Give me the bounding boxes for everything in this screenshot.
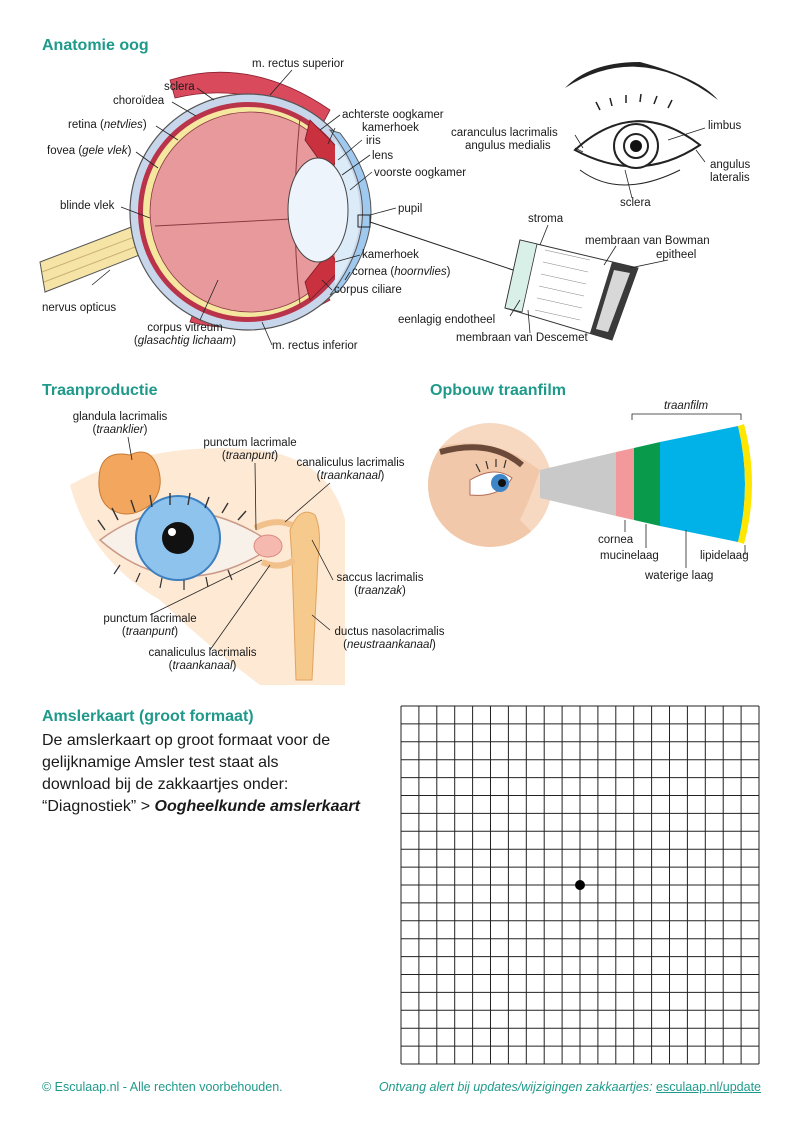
- label-canaliculus-bottom: canaliculus lacrimalis(traankanaal): [148, 647, 257, 672]
- amsler-description: De amslerkaart op groot formaat voor de …: [42, 730, 360, 818]
- tear-layer-cornea: [616, 448, 634, 520]
- amsler-line-3: download bij de zakkaartjes onder:: [42, 776, 289, 793]
- label-corpus-vitreum: corpus vitreum(glasachtig lichaam): [133, 322, 237, 347]
- tear-layer-mucine: [634, 442, 660, 526]
- amsler-line-1: De amslerkaart op groot formaat voor de: [42, 732, 331, 749]
- muscle-superior: [169, 71, 331, 126]
- tear-layer-water: [660, 426, 745, 542]
- label-caranculus-lacrimalis: caranculus lacrimalis: [451, 127, 558, 139]
- label-stroma: stroma: [528, 213, 564, 225]
- amsler-line-4: “Diagnostiek” > Oogheelkunde amslerkaart: [42, 798, 360, 815]
- heading-anatomie-oog: Anatomie oog: [42, 37, 149, 54]
- label-waterige-laag: waterige laag: [645, 570, 714, 582]
- amsler-link-text: Oogheelkunde amslerkaart: [154, 798, 360, 815]
- label-epitheel: epitheel: [656, 249, 697, 261]
- label-sclera: sclera: [164, 81, 195, 93]
- amsler-grid: [400, 705, 760, 1065]
- tear-layer-lipide: [738, 424, 752, 544]
- heading-amslerkaart: Amslerkaart (groot formaat): [42, 708, 254, 725]
- label-saccus-lacrimalis: saccus lacrimalis(traanzak): [336, 572, 424, 597]
- label-glandula-lacrimalis: glandula lacrimalis(traanklier): [72, 411, 168, 436]
- label-retina: retina (netvlies): [68, 119, 147, 131]
- label-iris: iris: [366, 135, 381, 147]
- label-blinde-vlek: blinde vlek: [60, 200, 115, 212]
- label-membraan-descemet: membraan van Descemet: [456, 332, 588, 344]
- amsler-line-2: gelijknamige Amsler test staat als: [42, 754, 279, 771]
- label-eenlagig-endotheel: eenlagig endotheel: [398, 314, 496, 326]
- footer-copyright: © Esculaap.nl - Alle rechten voorbehoude…: [42, 1080, 283, 1094]
- footer-update-link[interactable]: esculaap.nl/update: [656, 1080, 761, 1094]
- label-canaliculus-top: canaliculus lacrimalis(traankanaal): [296, 457, 405, 482]
- footer-update-notice: Ontvang alert bij updates/wijzigingen za…: [378, 1080, 761, 1094]
- label-punctum-bottom: punctum lacrimale(traanpunt): [103, 613, 197, 638]
- label-ductus-nasolacrimalis: ductus nasolacrimalis(neustraankanaal): [334, 626, 445, 651]
- label-kamerhoek-bottom: kamerhoek: [362, 249, 419, 261]
- amsler-center-dot: [575, 880, 585, 890]
- eye-anatomy-diagram: [39, 62, 718, 346]
- external-eye-drawing: [565, 62, 718, 186]
- label-nervus-opticus: nervus opticus: [42, 302, 117, 314]
- label-voorste-oogkamer: voorste oogkamer: [374, 167, 467, 179]
- cornea-cross-section: [504, 239, 639, 341]
- label-achterste-oogkamer: achterste oogkamer: [342, 109, 444, 121]
- label-choroidea: choroïdea: [113, 95, 165, 107]
- label-kamerhoek-top: kamerhoek: [362, 122, 419, 134]
- label-corpus-ciliare: corpus ciliare: [334, 284, 402, 296]
- label-fovea: fovea (gele vlek): [47, 145, 132, 157]
- label-lens: lens: [372, 150, 394, 162]
- label-sclera-external: sclera: [620, 197, 651, 209]
- label-m-rectus-superior: m. rectus superior: [252, 58, 345, 70]
- label-m-rectus-inferior: m. rectus inferior: [272, 340, 358, 352]
- label-tf-cornea: cornea: [598, 534, 634, 546]
- tear-film-diagram: [428, 413, 752, 568]
- tear-production-diagram: [70, 436, 345, 685]
- label-pupil: pupil: [398, 203, 423, 215]
- cornea-shape: [328, 129, 372, 296]
- label-membraan-bowman: membraan van Bowman: [585, 235, 710, 247]
- lacrimal-gland: [98, 451, 161, 515]
- label-cornea: cornea (hoornvlies): [352, 266, 451, 278]
- heading-traanproductie: Traanproductie: [42, 382, 158, 399]
- label-limbus: limbus: [708, 120, 742, 132]
- label-mucinelaag: mucinelaag: [600, 550, 659, 562]
- lacrimal-duct: [289, 511, 320, 681]
- label-lipidelaag: lipidelaag: [700, 550, 749, 562]
- cornea-gray-cone: [540, 452, 616, 516]
- heading-opbouw-traanfilm: Opbouw traanfilm: [430, 382, 566, 399]
- lens-shape: [287, 157, 349, 263]
- label-punctum-top: punctum lacrimale(traanpunt): [203, 437, 297, 462]
- label-angulus-medialis: angulus medialis: [465, 140, 551, 152]
- label-traanfilm: traanfilm: [664, 400, 709, 412]
